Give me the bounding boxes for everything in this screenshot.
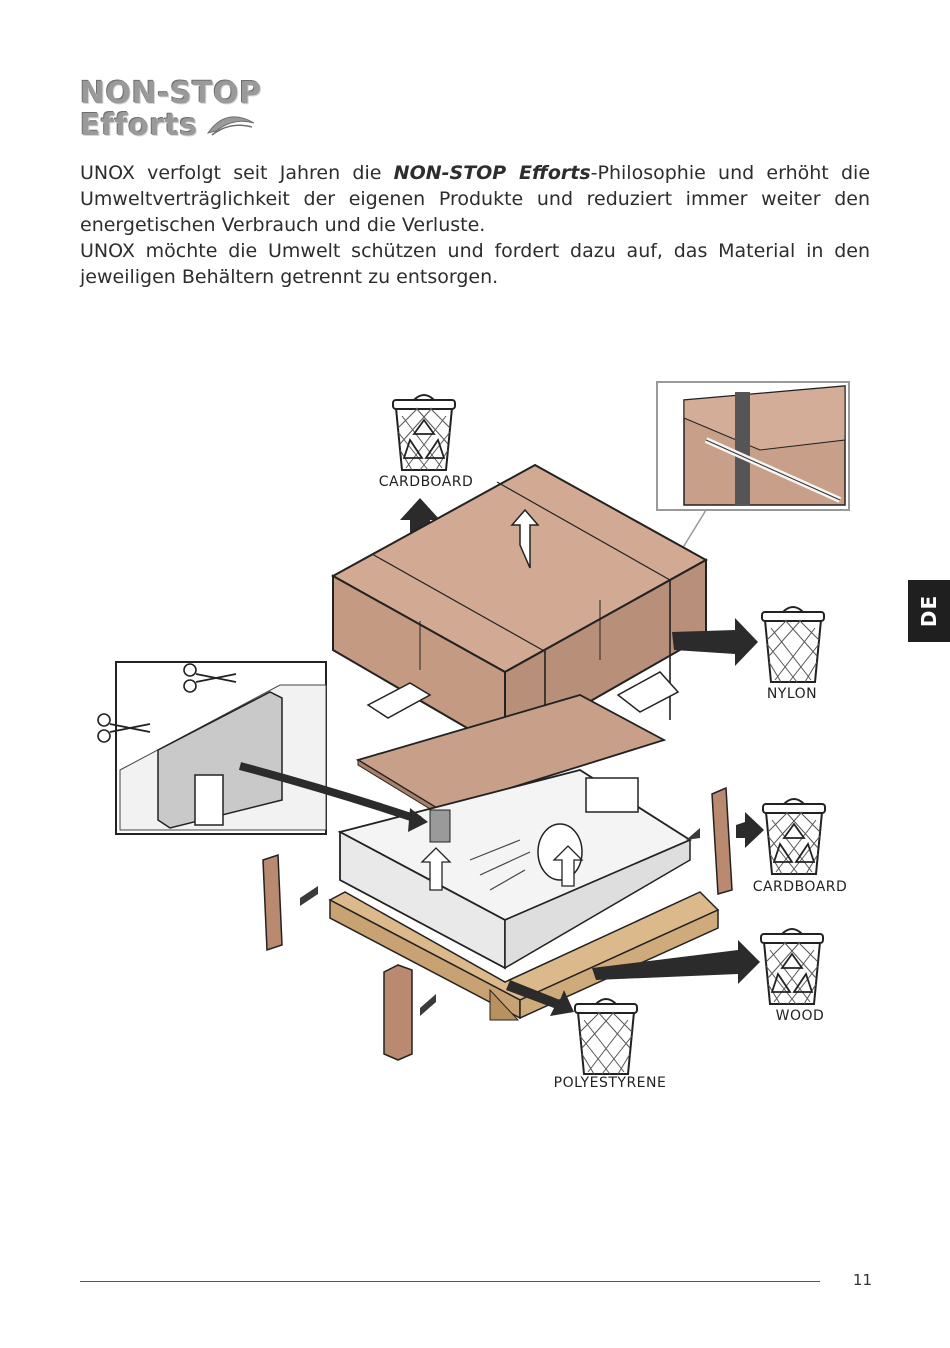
arrow-polystyrene-icon (506, 980, 574, 1016)
non-stop-efforts-logo: NON-STOP Efforts (80, 78, 280, 142)
logo-row-2: Efforts (80, 110, 280, 142)
packaging-disposal-diagram: CARDBOARD NYLON (97, 381, 850, 1091)
nylon-bin (761, 606, 825, 683)
intro-p1-bold: NON-STOP Efforts (393, 162, 591, 184)
polystyrene-bin (574, 998, 638, 1075)
intro-p1-before: UNOX verfolgt seit Jahren die (80, 162, 394, 184)
label-wood: WOOD (776, 1008, 825, 1024)
intro-text: UNOX verfolgt seit Jahren die NON-STOP E… (80, 160, 870, 290)
corner-protector-right (711, 786, 733, 895)
intro-p1-after: -Philosophie und erhöht die Umweltverträ… (80, 162, 871, 236)
strap-detail-inset (656, 381, 850, 511)
intro-paragraph-1: UNOX verfolgt seit Jahren die NON-STOP E… (80, 160, 870, 238)
corner-protector-bottom (383, 964, 413, 1061)
cardboard-box (330, 463, 709, 752)
corner-protector-left (262, 853, 283, 952)
oven-appliance (337, 769, 692, 972)
language-tab: DE (908, 580, 950, 642)
leaf-icon (206, 116, 254, 136)
scissors-icon (183, 663, 237, 693)
label-nylon: NYLON (767, 686, 817, 702)
page-number: 11 (852, 1271, 872, 1289)
logo-line-1: NON-STOP (80, 76, 262, 111)
logo-line-2: Efforts (80, 108, 198, 143)
label-cardboard-right: CARDBOARD (753, 879, 848, 895)
footer-divider (80, 1281, 820, 1282)
label-cardboard-top: CARDBOARD (379, 474, 474, 490)
arrow-cardboard-right-icon (736, 812, 764, 848)
arrow-wood-icon (592, 940, 760, 984)
wooden-pallet (328, 891, 720, 1021)
wood-bin (760, 928, 824, 1005)
scissors-icon (97, 713, 151, 743)
cutting-detail-inset (115, 661, 428, 835)
intro-paragraph-2: UNOX möchte die Umwelt schützen und ford… (80, 240, 870, 288)
label-polystyrene: POLYESTYRENE (554, 1075, 667, 1091)
cardboard-bin-right (762, 798, 826, 875)
cardboard-bin-top (392, 394, 456, 471)
arrow-nylon-icon (672, 618, 758, 666)
